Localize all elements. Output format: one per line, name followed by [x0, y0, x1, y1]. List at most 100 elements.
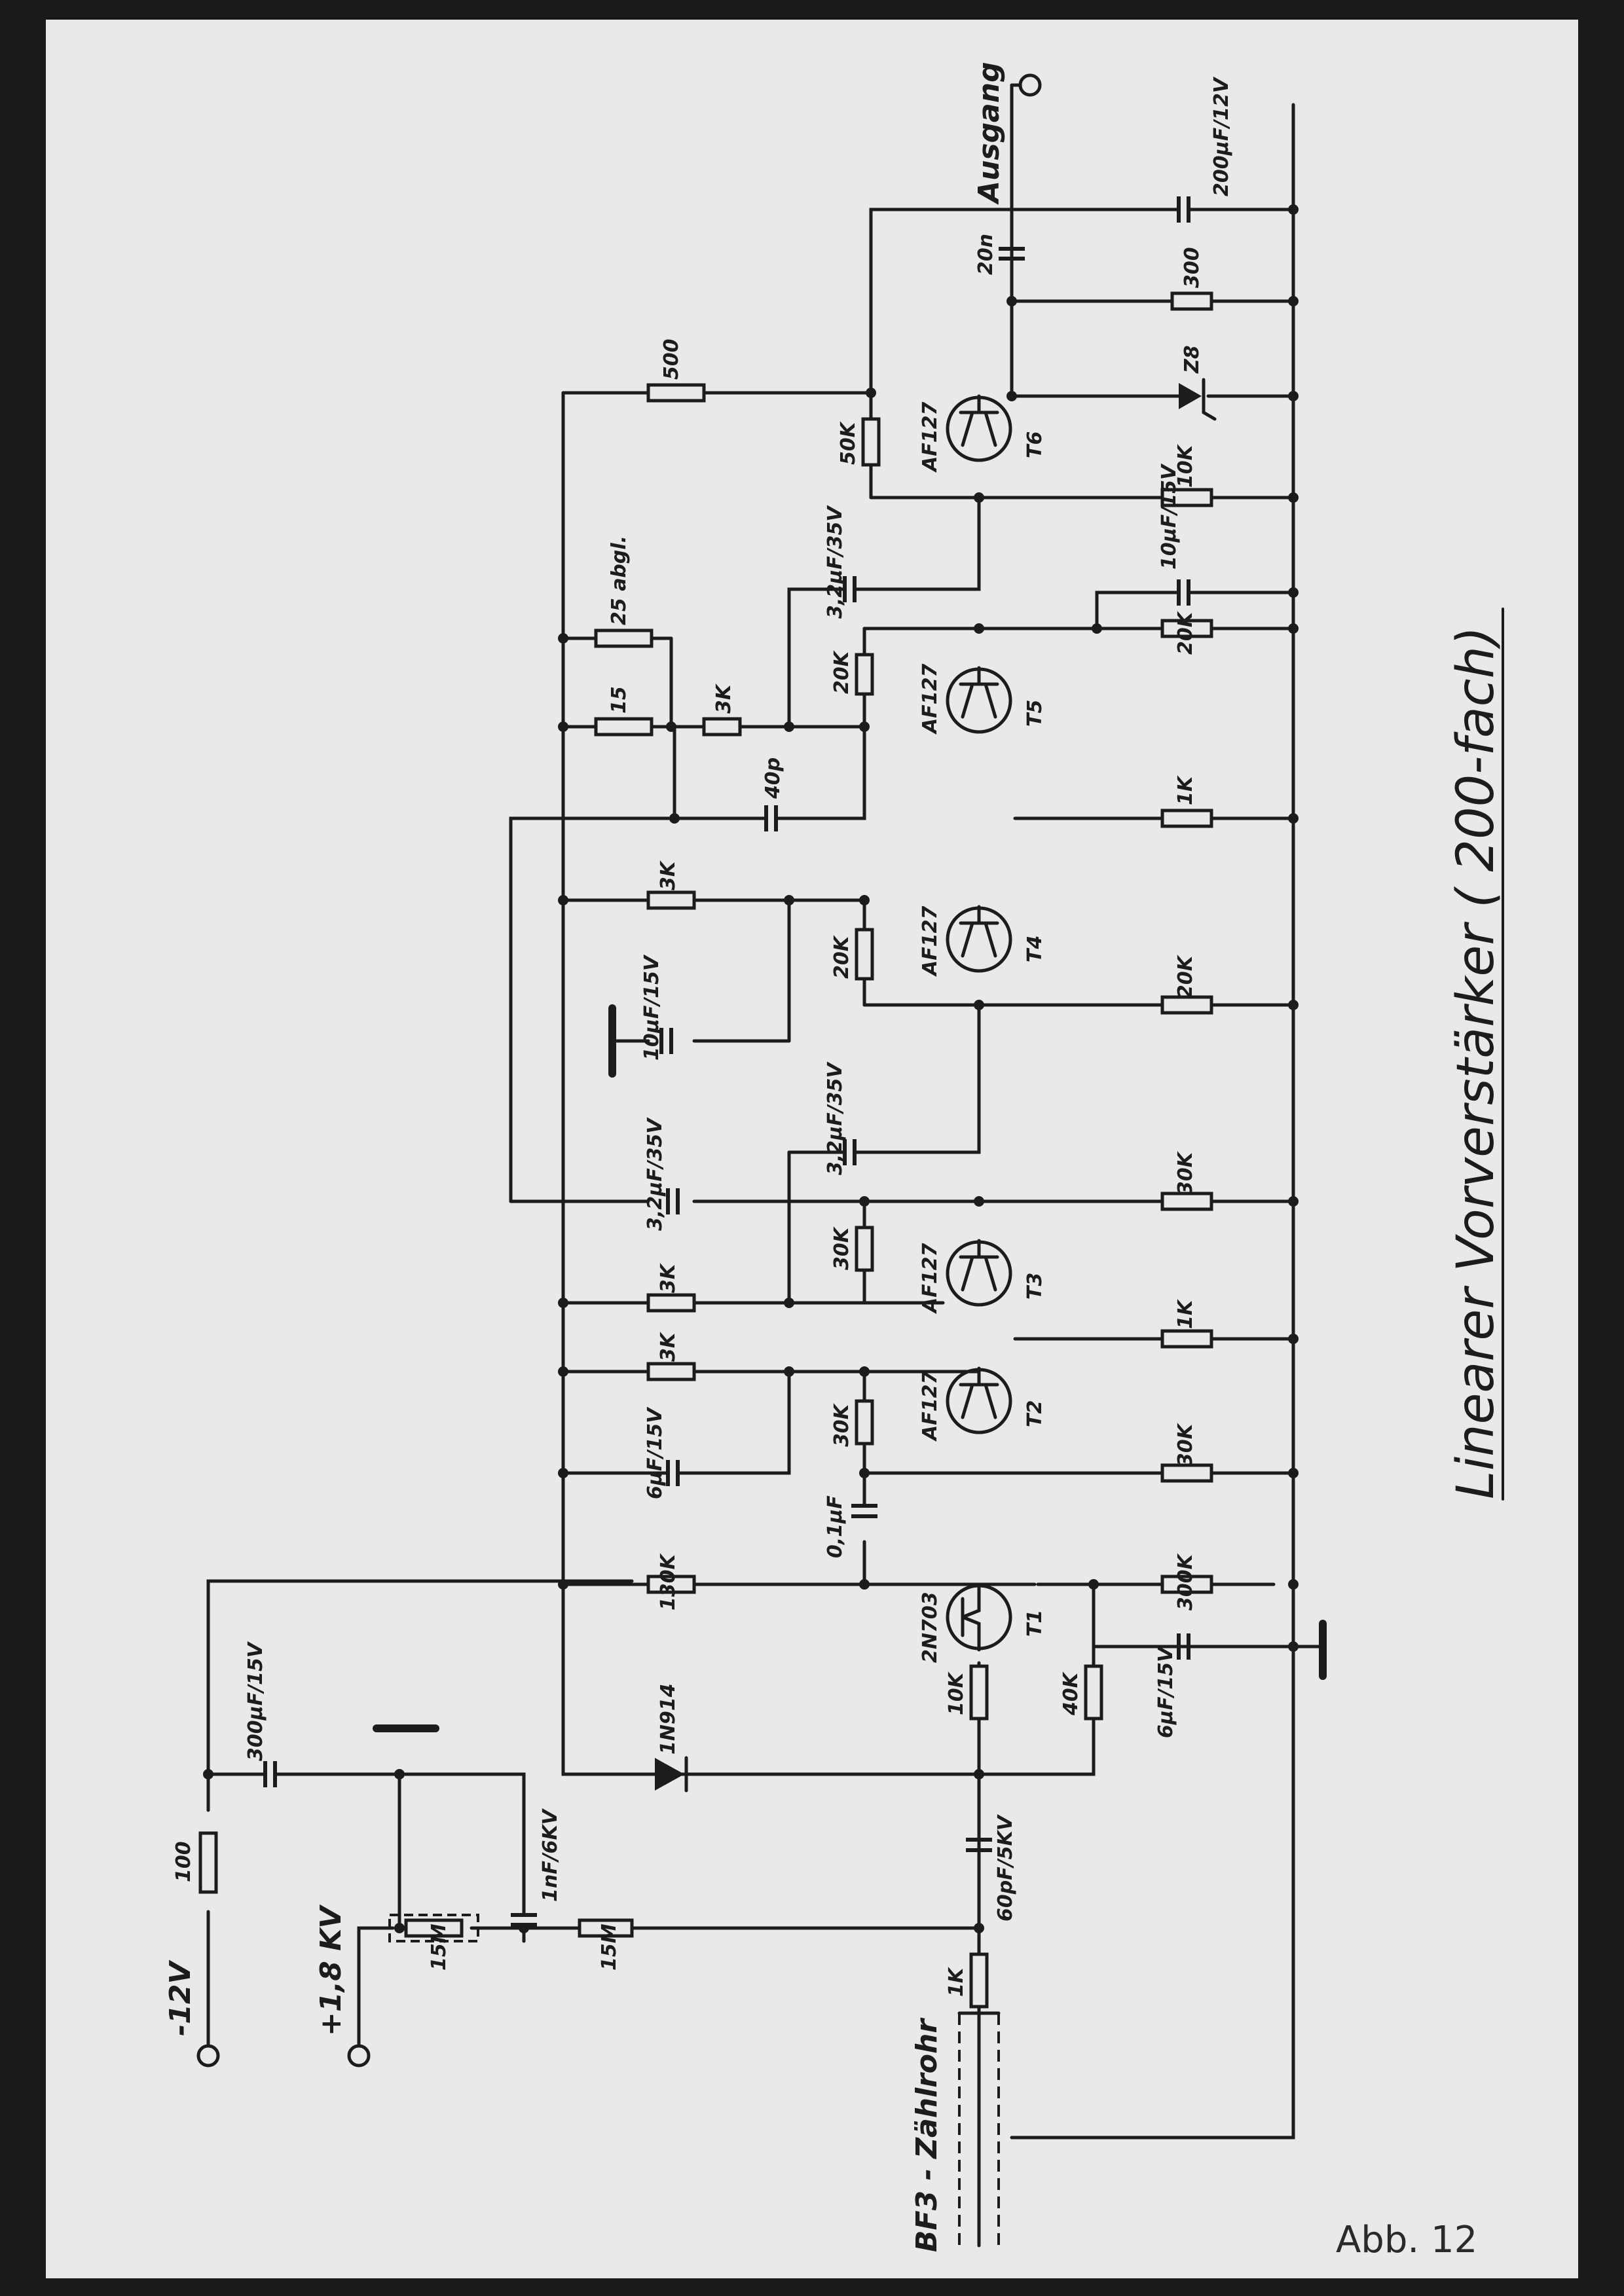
terminal-minus-12v [196, 2044, 220, 2068]
label-c300: 300µF/15V [244, 1641, 267, 1761]
resistor-1k-t5 [1160, 809, 1213, 828]
capacitor-10uf-t5 [1170, 579, 1200, 606]
diodes [561, 378, 1217, 1793]
resistor-3k-t4 [646, 890, 696, 910]
diagram-title: Linearer Vorverstärker ( 200-fach) [1447, 627, 1505, 1499]
diode-z8 [1179, 378, 1217, 421]
resistor-10k-t6 [1160, 488, 1213, 507]
label-r3k-t2: 3K [657, 1331, 680, 1362]
resistor-25-abgl [594, 629, 654, 648]
figure-label: Abb. 12 [1336, 2219, 1477, 2261]
label-c6u-t2: 6µF/15V [644, 1406, 667, 1499]
label-r20k-t5e: 20K [1174, 610, 1197, 655]
resistor-30k-out [1160, 1192, 1213, 1211]
label-r10k-e1: 10K [945, 1671, 968, 1715]
capacitors [263, 196, 1200, 1927]
label-r1k-t3: 1K [1174, 1298, 1197, 1329]
label-output: Ausgang [972, 62, 1006, 205]
resistor-300k [1160, 1575, 1213, 1594]
capacitor-1nf [511, 1913, 537, 1927]
capacitor-3-2uf-c [843, 576, 879, 602]
label-r15m-b: 15M [598, 1923, 621, 1971]
hv-shield [388, 1914, 479, 1942]
label-r3k-t3: 3K [657, 1262, 680, 1293]
label-r10k-t6: 10K [1174, 443, 1197, 488]
label-t5: T5 [1024, 700, 1046, 727]
label-r15m-a: 15M [428, 1923, 451, 1971]
label-t4: T4 [1024, 936, 1046, 962]
label-r40k: 40K [1060, 1671, 1082, 1716]
transistor-t4 [946, 905, 1012, 973]
label-t3-type: AF127 [919, 1243, 942, 1314]
label-r30k-t2b: 30K [830, 1402, 853, 1447]
transistors [946, 394, 1012, 1652]
terminal-hv [347, 2044, 371, 2068]
terminals [196, 73, 1042, 2068]
label-r100: 100 [172, 1841, 195, 1882]
resistor-3k-t2 [646, 1362, 696, 1381]
label-c1n: 1nF/6KV [539, 1808, 562, 1902]
resistor-3k-fb [702, 717, 742, 737]
resistor-40k [1084, 1664, 1103, 1721]
resistor-20k-t5 [855, 653, 874, 696]
capacitor-6uf-e [1177, 1633, 1190, 1660]
label-r30k-t2e: 30K [1174, 1422, 1197, 1467]
label-r20k-t4e: 20K [1174, 954, 1197, 998]
bf3-tube [957, 2011, 1001, 2248]
capacitor-200uf [1170, 196, 1200, 223]
resistor-15m-b [578, 1918, 634, 1938]
label-t4-type: AF127 [919, 906, 942, 977]
label-r130k: 130K [657, 1552, 680, 1611]
resistor-100 [198, 1831, 218, 1894]
resistor-1k-t3 [1160, 1329, 1213, 1349]
label-r20k-t5: 20K [830, 649, 853, 694]
label-c10u-t5: 10µF/15V [1158, 463, 1181, 570]
label-c200: 200µF/12V [1210, 76, 1233, 196]
diode-1n914 [561, 1756, 1096, 1793]
label-r25: 25 abgl. [608, 536, 631, 625]
label-t1: T1 [1024, 1610, 1046, 1637]
resistors [198, 291, 1213, 2009]
transistor-t3 [946, 1239, 1012, 1307]
transistor-t6 [946, 394, 1012, 462]
capacitor-40p [758, 805, 788, 831]
resistor-1k-in [969, 1952, 989, 2009]
resistor-30k-t2b [855, 1399, 874, 1446]
label-c32-c: 3,2µF/35V [824, 505, 847, 619]
label-minus-12v: -12V [164, 1960, 197, 2036]
terminal-output [1018, 73, 1042, 97]
resistor-15m-a [404, 1918, 464, 1938]
label-t5-type: AF127 [919, 664, 942, 735]
capacitor-6uf-t2 [666, 1460, 696, 1486]
label-c32-b: 3,2µF/35V [824, 1061, 847, 1175]
wires [206, 83, 1295, 2140]
component-labels: -12V +1,8 KV Ausgang BF3 - Zählrohr 100 … [164, 62, 1233, 2252]
label-r500: 500 [660, 338, 683, 380]
label-c01u: 0,1µF [824, 1495, 847, 1558]
transistor-t5 [946, 666, 1012, 734]
label-c40p: 40p [762, 757, 784, 799]
label-r20k-t4: 20K [830, 934, 853, 979]
label-c6u-e: 6µF/15V [1154, 1645, 1177, 1738]
capacitor-10uf [659, 1028, 673, 1054]
capacitor-3-2uf-a [666, 1188, 680, 1214]
resistor-20k-t4 [855, 928, 874, 981]
capacitor-20n [999, 247, 1025, 261]
label-t1-type: 2N703 [919, 1592, 942, 1663]
label-r300: 300 [1181, 247, 1204, 288]
label-t6: T6 [1024, 431, 1046, 458]
resistor-30k-t2e [1160, 1463, 1213, 1483]
label-r300k: 300K [1174, 1552, 1197, 1611]
label-r15: 15 [608, 686, 631, 714]
label-r1k-t5: 1K [1174, 774, 1197, 805]
label-r30k-out: 30K [1174, 1150, 1197, 1195]
paper-sheet [46, 20, 1578, 2278]
capacitor-300uf [263, 1761, 303, 1787]
capacitor-3-2uf-b [843, 1139, 879, 1165]
label-r3k-t4: 3K [657, 860, 680, 890]
label-detector: BF3 - Zählrohr [910, 2018, 944, 2252]
capacitor-0-1uf [851, 1504, 877, 1518]
label-hv: +1,8 KV [314, 1904, 348, 2036]
resistor-500 [646, 383, 706, 403]
